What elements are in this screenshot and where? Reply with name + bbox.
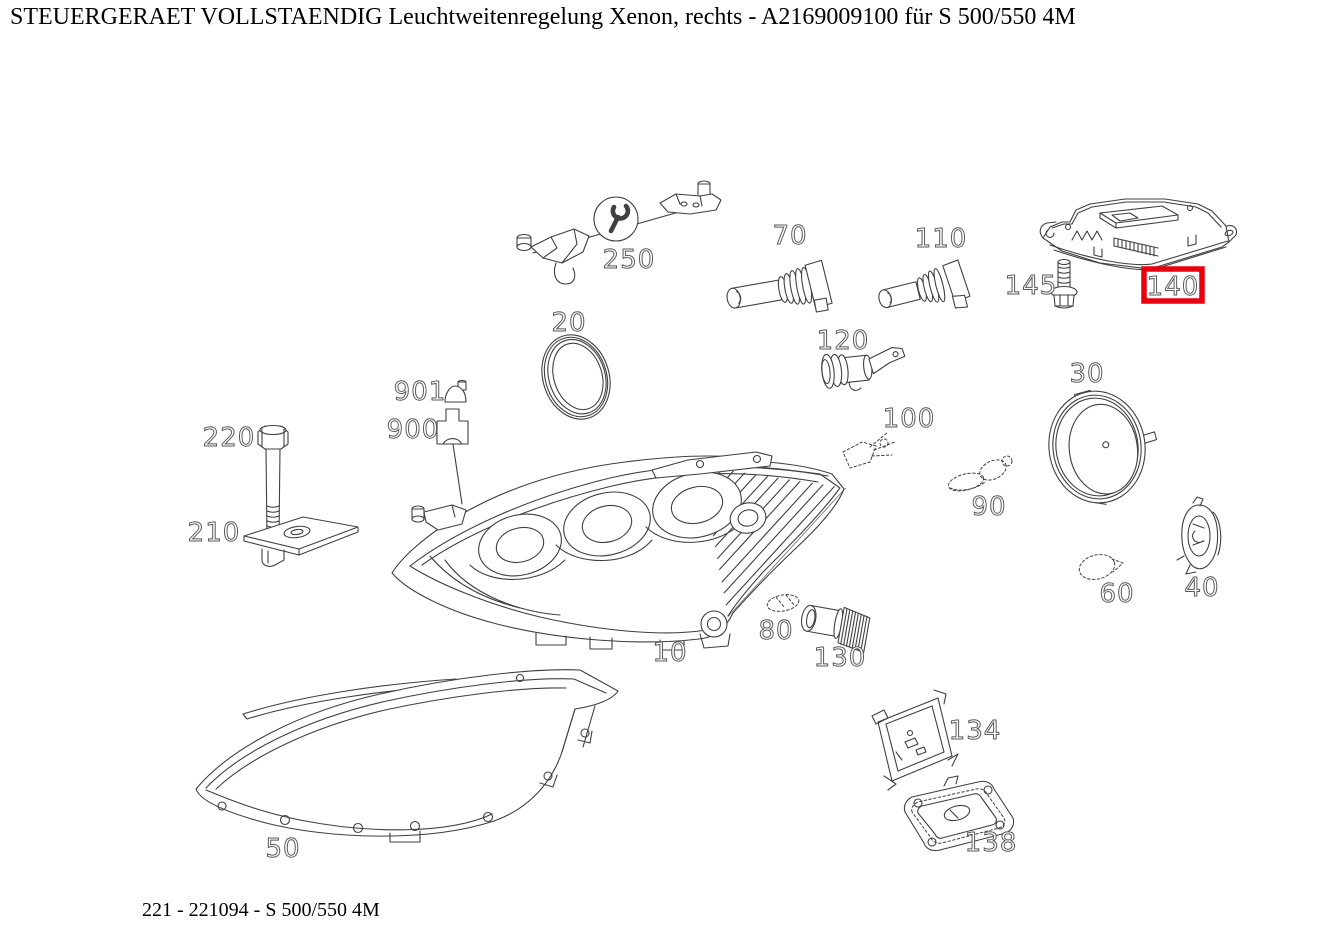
leader-line-900: [452, 443, 463, 505]
part-900-plug-drawing: [436, 408, 469, 505]
callout-250[interactable]: 250: [602, 245, 656, 276]
callout-210[interactable]: 210: [187, 518, 241, 549]
part-220-bolt-drawing: [257, 424, 289, 541]
part-138-module-drawing: [903, 775, 1015, 852]
part-50-lens-drawing: [195, 669, 619, 843]
callout-10[interactable]: 10: [652, 638, 687, 669]
callout-220[interactable]: 220: [202, 423, 256, 454]
callout-134[interactable]: 134: [948, 716, 1002, 747]
part-110-bulb-drawing: [878, 259, 971, 309]
part-134-frame-drawing: [871, 689, 959, 791]
callout-120[interactable]: 120: [816, 326, 870, 357]
callout-50[interactable]: 50: [265, 834, 300, 865]
part-145-bolt-drawing: [1050, 258, 1078, 309]
callout-130[interactable]: 130: [813, 643, 867, 674]
callout-80[interactable]: 80: [758, 616, 793, 647]
part-60-bulb-drawing: [1078, 554, 1124, 580]
callout-140-highlighted[interactable]: 140: [1146, 272, 1200, 303]
highlight-box-140: [1141, 266, 1205, 304]
page-title: STEUERGERAET VOLLSTAENDIG Leuchtweitenre…: [10, 4, 1076, 30]
callout-90[interactable]: 90: [971, 492, 1006, 523]
part-130-socket-drawing: [800, 604, 871, 653]
callout-100[interactable]: 100: [882, 404, 936, 435]
callout-40[interactable]: 40: [1184, 573, 1219, 604]
part-140-control-unit-drawing: [1039, 198, 1238, 271]
callout-901[interactable]: 901: [393, 377, 447, 408]
part-90-harness-drawing: [947, 455, 1013, 492]
part-70-bulb-drawing: [726, 259, 833, 313]
callout-138[interactable]: 138: [964, 828, 1018, 859]
part-80-connector-drawing: [766, 594, 800, 612]
callout-145[interactable]: 145: [1004, 271, 1058, 302]
part-250-repair-kit-drawing: [516, 180, 722, 285]
part-20-gasket-drawing: [541, 334, 611, 420]
part-10-headlight-drawing: [391, 451, 846, 651]
footer-caption: 221 - 221094 - S 500/550 4M: [142, 899, 380, 921]
callout-60[interactable]: 60: [1099, 579, 1134, 610]
part-210-clip-drawing: [243, 516, 359, 567]
part-120-socket-drawing: [821, 347, 906, 391]
callout-70[interactable]: 70: [772, 221, 807, 252]
callout-20[interactable]: 20: [551, 308, 586, 339]
part-40-cap-drawing: [1176, 496, 1222, 575]
callout-900[interactable]: 900: [386, 415, 440, 446]
callout-110[interactable]: 110: [914, 224, 968, 255]
part-901-cap-drawing: [444, 379, 467, 403]
part-30-ring-drawing: [1048, 389, 1158, 505]
callout-30[interactable]: 30: [1069, 359, 1104, 390]
part-100-connector-drawing: [842, 431, 896, 469]
